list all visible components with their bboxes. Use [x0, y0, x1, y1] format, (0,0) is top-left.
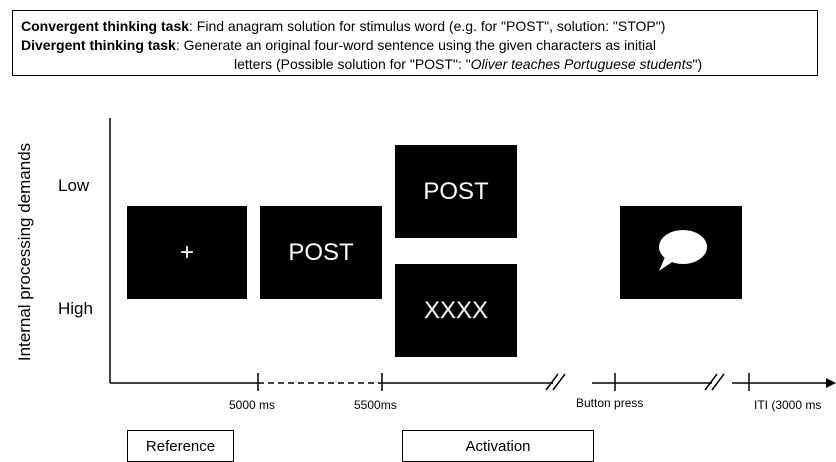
tick-label-5000ms: 5000 ms [229, 398, 276, 412]
convergent-task-label: Convergent thinking task [21, 18, 190, 34]
activation-phase-label: Activation [465, 437, 531, 455]
reference-phase-label: Reference [145, 437, 216, 455]
response-screen [620, 206, 742, 299]
divergent-example-prefix: letters (Possible solution for "POST": " [234, 56, 471, 72]
low-demand-screen: POST [395, 145, 517, 238]
convergent-task-line: Convergent thinking task: Find anagram s… [21, 17, 809, 36]
low-demand-word: POST [423, 177, 489, 205]
divergent-task-label: Divergent thinking task [21, 37, 176, 53]
stimulus-word: POST [288, 238, 354, 266]
divergent-example-sentence: Oliver teaches Portuguese students [470, 56, 693, 72]
level-high-label: High [58, 299, 93, 318]
speech-bubble-icon [659, 229, 707, 271]
axis-break-mark-2a [704, 373, 718, 391]
activation-phase-box: Activation [402, 430, 594, 462]
axis-break-mark-2b [711, 373, 725, 391]
x-axis-arrowhead [826, 378, 836, 388]
high-demand-screen: XXXX [395, 264, 517, 357]
axis-break-mark-1b [552, 373, 566, 391]
divergent-task-text: : Generate an original four-word sentenc… [175, 37, 656, 53]
level-low-label: Low [58, 176, 90, 195]
divergent-task-line: Divergent thinking task: Generate an ori… [21, 36, 809, 55]
reference-phase-box: Reference [127, 430, 234, 462]
tick-label-iti: ITI (3000 ms [754, 398, 822, 412]
divergent-example-suffix: ") [692, 56, 703, 72]
convergent-task-text: : Find anagram solution for stimulus wor… [189, 18, 666, 34]
tick-label-5500ms: 5500ms [354, 398, 397, 412]
fixation-screen: + [127, 206, 247, 299]
axis-break-mark-1a [545, 373, 559, 391]
stimulus-screen: POST [260, 206, 382, 299]
task-description-box: Convergent thinking task: Find anagram s… [12, 10, 818, 76]
high-demand-word: XXXX [423, 296, 489, 324]
y-axis-title: Internal processing demands [15, 142, 34, 362]
fixation-cross: + [179, 238, 194, 266]
divergent-task-continuation: letters (Possible solution for "POST": "… [21, 55, 809, 74]
tick-label-button-press: Button press [576, 396, 644, 410]
